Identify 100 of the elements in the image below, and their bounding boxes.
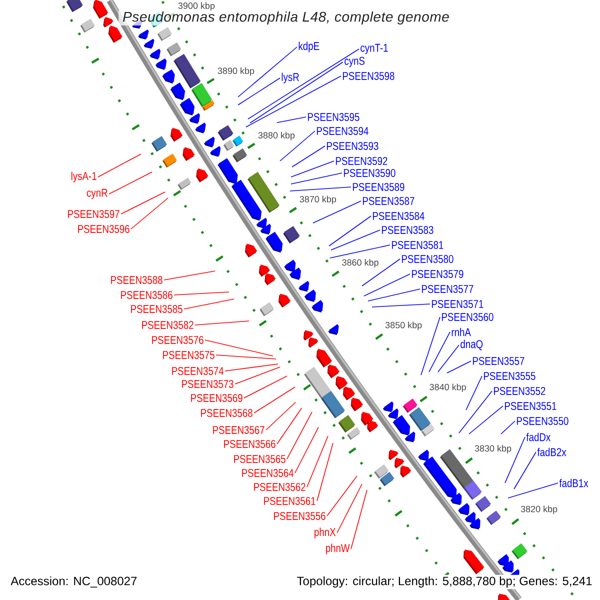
gene-label: PSEEN3577 — [422, 284, 474, 294]
leader-line — [238, 46, 298, 98]
leader-line — [458, 390, 492, 434]
gene-label: PSEEN3598 — [342, 72, 394, 80]
gene-label: fadB2x — [537, 448, 566, 456]
gene-label: PSEEN3596 — [78, 224, 130, 234]
gene-label: PSEEN3562 — [254, 482, 306, 492]
leader-line — [330, 230, 380, 250]
gene-label: PSEEN3564 — [242, 468, 294, 478]
leader-line — [238, 78, 280, 106]
gene-label: PSEEN3588 — [111, 276, 162, 284]
leader-line — [368, 288, 420, 302]
leader-line — [508, 482, 558, 498]
gene-label: PSEEN3597 — [68, 210, 120, 218]
leader-line — [428, 332, 450, 372]
gene-label: PSEEN3571 — [432, 300, 484, 308]
leader-line — [290, 186, 352, 192]
tick-label: 3880 kbp — [258, 132, 295, 140]
gene-label: phnX — [314, 528, 336, 538]
leader-line — [504, 436, 526, 484]
gene-label: PSEEN3579 — [412, 270, 464, 278]
gene-label: PSEEN3590 — [344, 168, 396, 178]
leader-line — [266, 402, 296, 430]
gene-label: lysA-1 — [71, 172, 96, 182]
gene-label: PSEEN3565 — [234, 454, 286, 464]
gene-label: kdpE — [298, 42, 320, 52]
leader-line — [350, 490, 368, 550]
leader-line — [420, 316, 440, 376]
tick-label: 3840 kbp — [430, 384, 466, 392]
leader-line — [184, 298, 234, 310]
gene-label: PSEEN3560 — [442, 312, 494, 322]
leader-line — [246, 76, 342, 128]
gene-label: PSEEN3550 — [516, 416, 568, 426]
gene-label: PSEEN3595 — [308, 112, 360, 122]
leader-line — [306, 436, 328, 488]
leader-line — [292, 146, 326, 168]
tick-label: 3890 kbp — [218, 67, 254, 76]
leader-line — [194, 320, 250, 326]
gene-label: PSEEN3580 — [402, 254, 454, 264]
leader-line — [224, 364, 278, 372]
gene-label: PSEEN3585 — [131, 304, 182, 314]
leader-line — [286, 412, 312, 460]
gene-label: PSEEN3552 — [494, 386, 546, 396]
gene-label: PSEEN3587 — [362, 196, 414, 206]
leader-line — [204, 340, 274, 356]
gene-label: PSEEN3568 — [201, 408, 252, 418]
leader-line — [250, 62, 344, 124]
gene-label: PSEEN3593 — [326, 142, 378, 150]
tick-label: 3900 kbp — [178, 2, 215, 11]
leader-line — [328, 216, 372, 246]
gene-label: phnW — [326, 544, 350, 554]
gene-label: fadDx — [526, 432, 551, 442]
leader-line — [336, 484, 362, 534]
tick-label: 3830 kbp — [474, 444, 512, 454]
leader-line — [364, 274, 410, 296]
tick-label: 3860 kbp — [342, 259, 378, 268]
footer-note: Accession: NC_008027 — [9, 574, 139, 590]
leader-line — [438, 344, 460, 372]
leader-line — [468, 406, 504, 434]
leader-line — [312, 200, 362, 224]
gene-label: PSEEN3551 — [504, 402, 556, 410]
gene-label: fadB1x — [559, 478, 588, 488]
gene-label: cynS — [344, 56, 365, 68]
leader-line — [514, 452, 536, 490]
gene-label: rnhA — [452, 328, 471, 336]
leader-line — [466, 376, 482, 410]
leader-line — [326, 476, 358, 516]
leader-line — [234, 366, 280, 384]
gene-label: PSEEN3592 — [336, 156, 388, 166]
gene-label: PSEEN3589 — [352, 182, 404, 192]
gene-label: PSEEN3556 — [274, 512, 326, 520]
gene-label: PSEEN3576 — [152, 336, 204, 344]
leader-line — [500, 420, 516, 434]
leader-line — [248, 48, 360, 120]
gene-label: PSEEN3567 — [213, 426, 264, 434]
leader-line — [290, 160, 334, 178]
leader-line — [130, 198, 168, 230]
leader-line — [316, 442, 334, 502]
gene-label: PSEEN3557 — [472, 356, 524, 366]
gene-label: lysR — [282, 72, 299, 84]
gene-label: PSEEN3594 — [316, 126, 368, 136]
gene-label: PSEEN3555 — [484, 372, 536, 380]
gene-label: dnaQ — [460, 340, 483, 350]
gene-label: PSEEN3561 — [264, 496, 316, 506]
leader-line — [120, 192, 166, 214]
leader-line — [276, 116, 306, 123]
leader-line — [164, 270, 216, 280]
gene-label: PSEEN3582 — [142, 320, 194, 330]
leader-line — [276, 408, 302, 444]
leader-line — [372, 304, 430, 308]
gene-label: PSEEN3569 — [191, 394, 242, 402]
leader-line — [446, 360, 472, 374]
tick-label: 3820 kbp — [520, 506, 558, 514]
leader-line — [108, 172, 152, 194]
gene-label: PSEEN3581 — [392, 240, 444, 250]
gene-label: cynR — [86, 188, 108, 200]
leader-line — [330, 244, 390, 258]
gene-label: PSEEN3566 — [224, 440, 276, 448]
leader-line — [280, 130, 316, 162]
tick-label: 3850 kbp — [385, 322, 422, 330]
